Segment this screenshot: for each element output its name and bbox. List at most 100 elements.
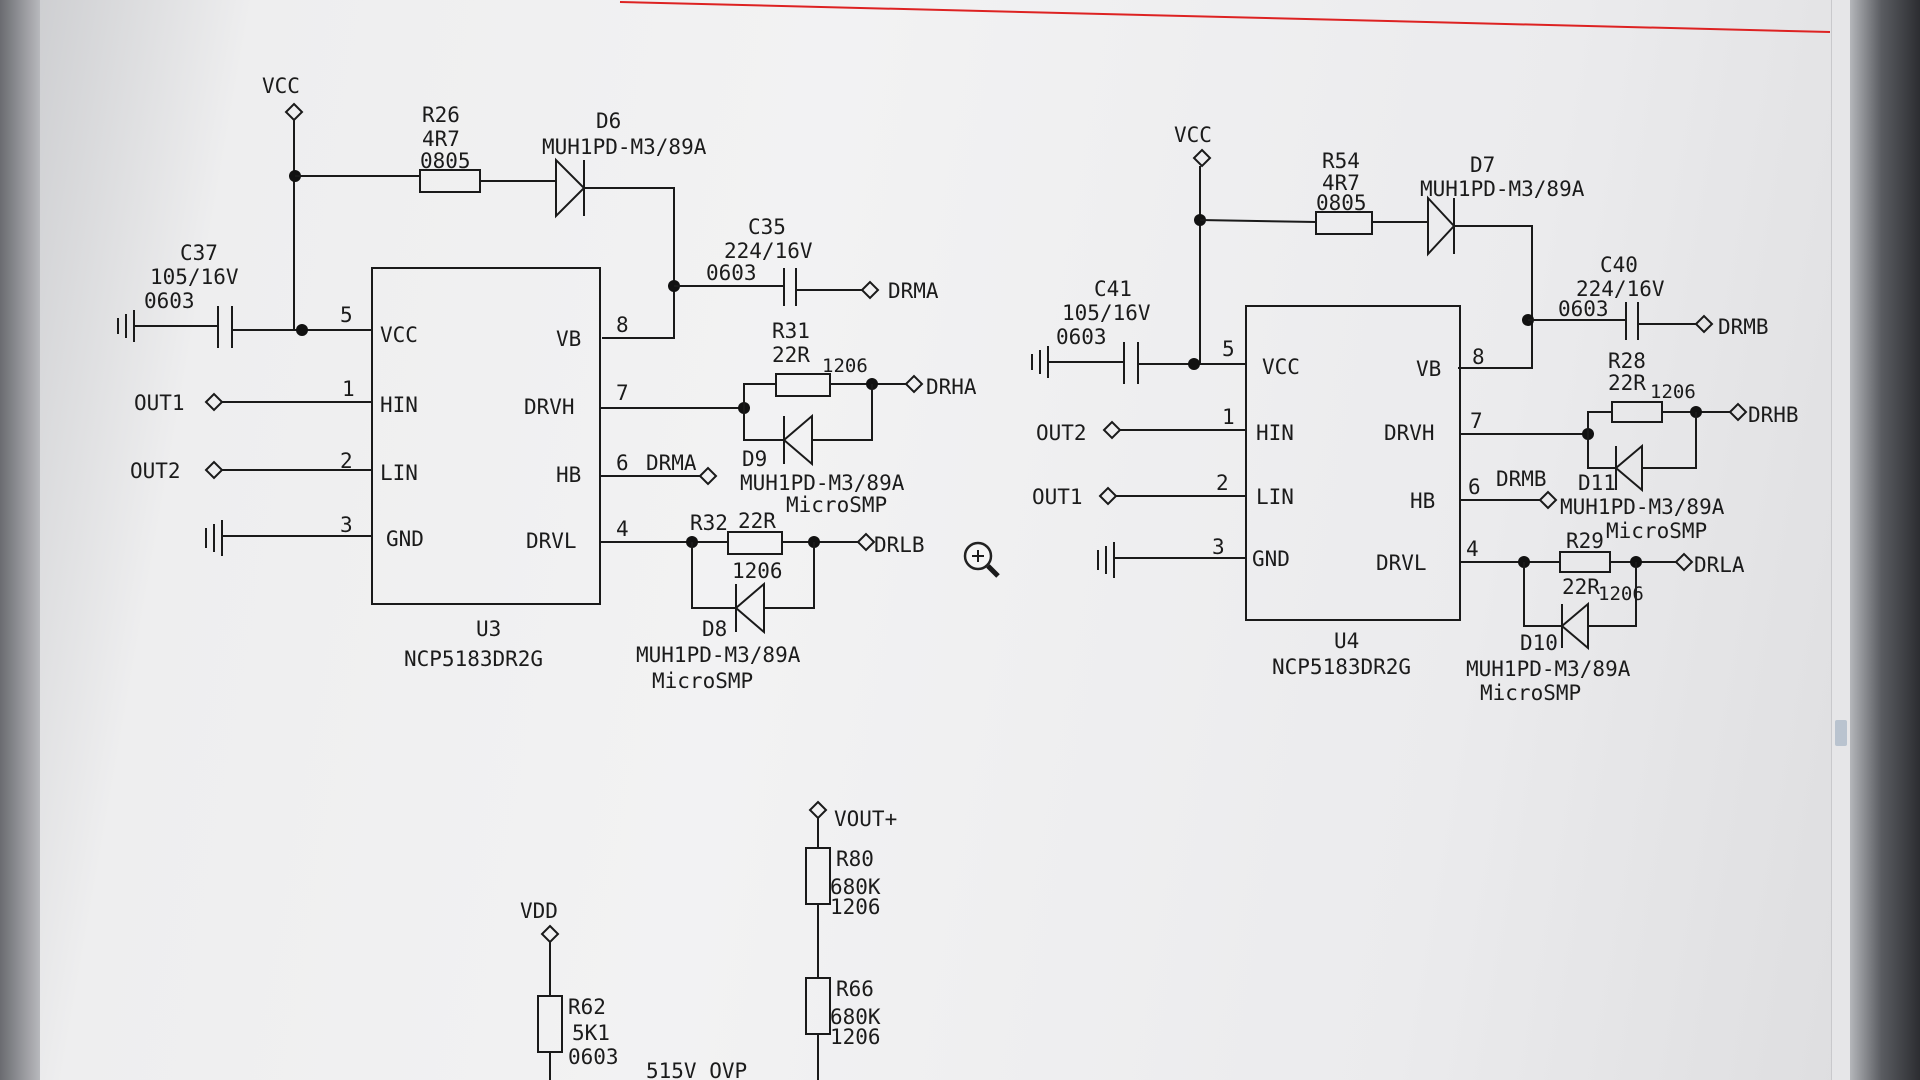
u4-pin-1: 1	[1222, 405, 1235, 429]
vertical-scrollbar[interactable]	[1831, 0, 1850, 1080]
d7-part: MUH1PD-M3/89A	[1420, 177, 1585, 201]
u4-pin-8: 8	[1472, 345, 1485, 369]
d10-part: MUH1PD-M3/89A	[1466, 657, 1631, 681]
drla-port-symbol	[1674, 552, 1694, 572]
r54-ref: R54	[1322, 149, 1360, 173]
diode-d11[interactable]	[1614, 443, 1643, 493]
resistor-r29[interactable]	[1559, 551, 1611, 573]
resistor-r28[interactable]	[1611, 401, 1663, 423]
u3-pin-gnd: GND	[386, 527, 424, 551]
d7-ref: D7	[1470, 153, 1495, 177]
hb-port-symbol	[698, 466, 718, 486]
junction-dot	[296, 324, 308, 336]
ic-u3[interactable]	[371, 267, 601, 605]
resistor-r80[interactable]	[805, 847, 831, 905]
u3-pin-lin: LIN	[380, 461, 418, 485]
net-label-out1: OUT1	[134, 391, 185, 415]
schematic-canvas[interactable]: VCC R26 4R7 0805 D6 MUH1PD-M3/89A C35 22…	[0, 0, 1830, 1080]
scrollbar-thumb[interactable]	[1835, 720, 1847, 746]
r80-package: 1206	[830, 895, 881, 919]
d11-ref: D11	[1578, 471, 1616, 495]
out1-port-symbol	[204, 392, 224, 412]
u3-pin-vb: VB	[556, 327, 581, 351]
r66-value: 680K	[830, 1005, 881, 1029]
r62-value: 5K1	[572, 1021, 610, 1045]
r32-package: 1206	[732, 559, 783, 583]
c40-ref: C40	[1600, 253, 1638, 277]
u4-pin-3: 3	[1212, 535, 1225, 559]
net-label-ovp: 515V OVP	[646, 1059, 747, 1080]
u3-ref: U3	[476, 617, 501, 641]
u4-pin-5: 5	[1222, 337, 1235, 361]
resistor-r62[interactable]	[537, 995, 563, 1053]
zoom-in-icon[interactable]	[963, 541, 1000, 578]
u3-pin-8: 8	[616, 313, 629, 337]
r31-ref: R31	[772, 319, 810, 343]
u3-part: NCP5183DR2G	[404, 647, 543, 671]
r31-value: 22R	[772, 343, 810, 367]
r29-value: 22R	[1562, 575, 1600, 599]
resistor-r54[interactable]	[1315, 211, 1373, 235]
vcc-port-symbol	[284, 102, 304, 122]
resistor-r32[interactable]	[727, 531, 783, 555]
drma-port-symbol	[860, 280, 880, 300]
net-label-vcc-right: VCC	[1174, 123, 1212, 147]
resistor-r66[interactable]	[805, 977, 831, 1035]
u3-pin-drvl: DRVL	[526, 529, 577, 553]
c41-ref: C41	[1094, 277, 1132, 301]
d8-part: MUH1PD-M3/89A	[636, 643, 801, 667]
r32-value: 22R	[738, 509, 776, 533]
bottom-divider-block: VOUT+ R80 680K 1206 R66 680K 1206 VDD R6…	[520, 800, 897, 1080]
d8-package: MicroSMP	[652, 669, 753, 693]
r29-package: 1206	[1598, 583, 1644, 605]
drlb-port-symbol	[856, 532, 876, 552]
u3-pin-2: 2	[340, 449, 353, 473]
u3-pin-1: 1	[342, 377, 355, 401]
diode-d8[interactable]	[734, 581, 765, 635]
drhb-port-symbol	[1728, 402, 1748, 422]
d8-ref: D8	[702, 617, 727, 641]
out1-port-symbol	[1098, 486, 1118, 506]
c37-value: 105/16V	[150, 265, 239, 289]
r54-package: 0805	[1316, 191, 1367, 215]
vcc-port-symbol	[1192, 148, 1212, 168]
u4-pin-2: 2	[1216, 471, 1229, 495]
diode-d9[interactable]	[782, 413, 813, 467]
resistor-r26[interactable]	[419, 169, 481, 193]
vdd-port-symbol	[540, 924, 560, 944]
d10-ref: D10	[1520, 631, 1558, 655]
c37-ref: C37	[180, 241, 218, 265]
monitor-bezel-right	[1850, 0, 1920, 1080]
diode-d7[interactable]	[1427, 195, 1456, 257]
drmb-port-symbol	[1694, 314, 1714, 334]
net-label-drma-hb: DRMA	[646, 451, 697, 475]
r28-package: 1206	[1650, 381, 1696, 403]
net-label-drlb: DRLB	[874, 533, 925, 557]
u4-ref: U4	[1334, 629, 1359, 653]
u3-pin-5: 5	[340, 303, 353, 327]
ic-u4[interactable]	[1245, 305, 1461, 621]
r26-value: 4R7	[422, 127, 460, 151]
d11-part: MUH1PD-M3/89A	[1560, 495, 1725, 519]
u4-pin-gnd: GND	[1252, 547, 1290, 571]
d6-ref: D6	[596, 109, 621, 133]
resistor-r31[interactable]	[775, 373, 831, 397]
r28-ref: R28	[1608, 349, 1646, 373]
r62-ref: R62	[568, 995, 606, 1019]
diode-d10[interactable]	[1560, 601, 1589, 651]
out2-port-symbol	[204, 460, 224, 480]
u4-pin-6: 6	[1468, 475, 1481, 499]
d10-package: MicroSMP	[1480, 681, 1581, 705]
net-label-drha: DRHA	[926, 375, 977, 399]
r29-ref: R29	[1566, 529, 1604, 553]
net-label-drhb: DRHB	[1748, 403, 1799, 427]
c41-package: 0603	[1056, 325, 1107, 349]
monitor-bezel-left	[0, 0, 40, 1080]
diode-d6[interactable]	[555, 157, 586, 219]
net-label-drma: DRMA	[888, 279, 939, 303]
r26-ref: R26	[422, 103, 460, 127]
d6-part: MUH1PD-M3/89A	[542, 135, 707, 159]
r66-ref: R66	[836, 977, 874, 1001]
d11-package: MicroSMP	[1606, 519, 1707, 543]
